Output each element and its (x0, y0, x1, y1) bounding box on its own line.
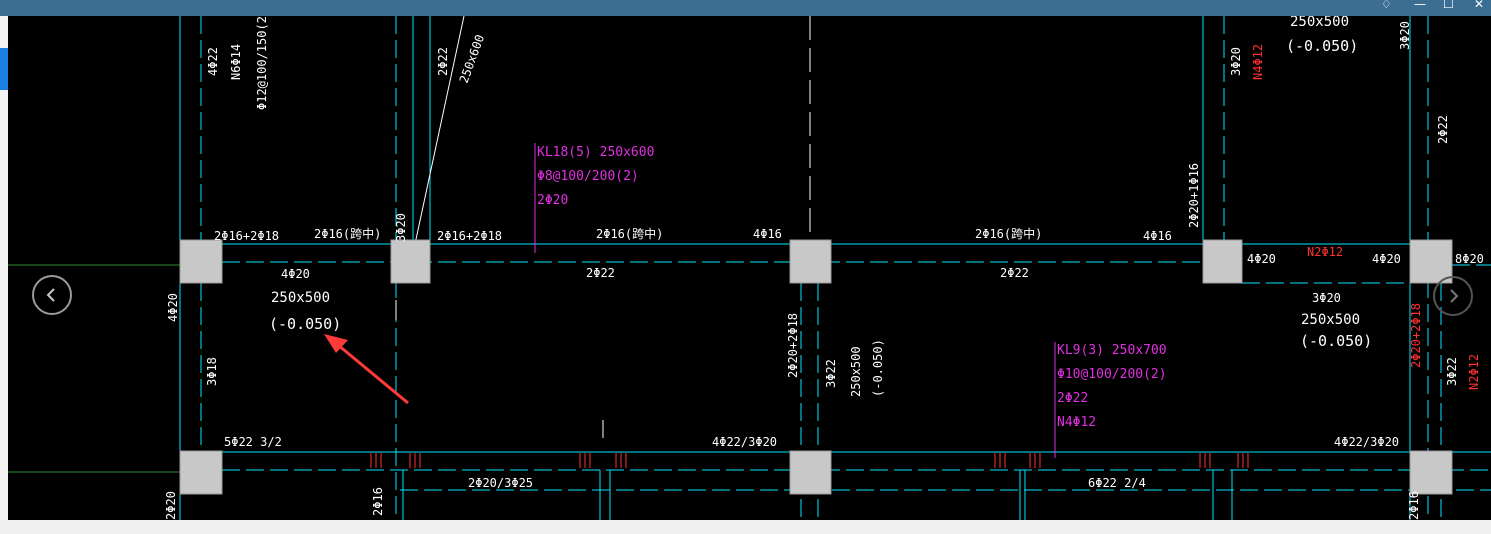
column (1409, 450, 1453, 495)
previous-button[interactable] (32, 275, 72, 315)
left-block-label-3: (-0.050) (269, 315, 341, 333)
title-bar: ♢ — ☐ ✕ (0, 0, 1491, 16)
next-button[interactable] (1433, 276, 1473, 316)
column (789, 450, 832, 495)
right-block-vertical-3: N2Φ12 (1467, 354, 1481, 390)
label-top-col-a-2: N6Φ14 (229, 44, 243, 80)
cad-drawing-canvas[interactable]: 4Φ22 N6Φ14 Φ12@100/150(2) 2Φ22 250x600 2… (8, 16, 1491, 520)
column (179, 239, 223, 284)
right-block-label-1: 3Φ20 (1312, 291, 1341, 305)
lower-beam-vertical-2: 2Φ20 (164, 491, 178, 520)
center-vertical-4: (-0.050) (871, 339, 885, 397)
upper-beam-right-3: 4Φ20 (1372, 252, 1401, 266)
kl18-label-2: Φ8@100/200(2) (537, 169, 639, 184)
upper-beam-bottom-1: 2Φ22 (586, 266, 615, 280)
label-top-right-v3: 3Φ20 (1398, 21, 1412, 50)
center-vertical-1: 2Φ20+2Φ18 (786, 313, 800, 378)
chevron-right-icon (1450, 289, 1459, 303)
label-top-right-v1: 3Φ20 (1229, 47, 1243, 76)
upper-beam-label-5: 2Φ16(跨中) (596, 226, 663, 241)
column (179, 450, 223, 495)
lower-beam-bottom-1: 2Φ20/3Φ25 (468, 476, 533, 490)
stirrup-ticks (370, 453, 1249, 468)
lower-beam-vertical-1: 2Φ16 (371, 487, 385, 516)
label-top-right-2: (-0.050) (1286, 37, 1358, 55)
columns[interactable] (179, 239, 1453, 495)
lower-beam-label-2: 4Φ22/3Φ20 (712, 435, 777, 449)
dropdown-icon[interactable]: ♢ (1381, 0, 1392, 11)
right-block-vertical-1: 2Φ20+2Φ18 (1409, 303, 1423, 368)
arrow-annotation (324, 334, 409, 405)
kl9-label-3: 2Φ22 (1057, 391, 1088, 406)
label-top-col-b-1: 2Φ22 (436, 47, 450, 76)
column (1202, 239, 1243, 284)
label-top-col-b-2: 250x600 (457, 33, 487, 85)
maximize-button[interactable]: ☐ (1443, 0, 1454, 11)
column (789, 239, 832, 284)
kl9-label-4: N4Φ12 (1057, 415, 1096, 430)
left-panel-strip (0, 16, 8, 521)
label-top-col-a-3: Φ12@100/150(2) (255, 16, 269, 110)
kl18-label-1: KL18(5) 250x600 (537, 145, 654, 160)
left-block-vertical-1: 4Φ20 (166, 293, 180, 322)
left-block-label-2: 250x500 (271, 290, 330, 306)
upper-beam-label-8: 4Φ16 (1143, 229, 1172, 243)
kl9-label-2: Φ10@100/200(2) (1057, 367, 1167, 382)
upper-beam-label-3: 3Φ20 (394, 213, 408, 242)
bottom-scrollbar[interactable] (0, 520, 1491, 534)
center-vertical-2: 3Φ22 (824, 359, 838, 388)
upper-beam-label-7: 2Φ16(跨中) (975, 226, 1042, 241)
upper-beam-right-4: 8Φ20 (1455, 252, 1484, 266)
kl9-label-1: KL9(3) 250x700 (1057, 343, 1167, 358)
upper-beam-label-1: 2Φ16+2Φ18 (214, 229, 279, 243)
column (1409, 239, 1453, 284)
lower-beam-bottom-2: 6Φ22 2/4 (1088, 476, 1146, 490)
upper-beam-label-9: 2Φ20+1Φ16 (1187, 163, 1201, 228)
upper-beam-bottom-2: 2Φ22 (1000, 266, 1029, 280)
upper-beam-label-2: 2Φ16(跨中) (314, 226, 381, 241)
chevron-left-icon (46, 288, 55, 302)
left-block-label-1: 4Φ20 (281, 267, 310, 281)
label-top-right-1: 250x500 (1290, 16, 1349, 30)
left-panel-accent[interactable] (0, 48, 8, 90)
center-vertical-3: 250x500 (849, 346, 863, 397)
lower-beam-vertical-3: 2Φ16 (1407, 491, 1421, 520)
label-top-right-v2: N4Φ12 (1251, 44, 1265, 80)
lower-beam-label-1: 5Φ22 3/2 (224, 435, 282, 449)
column (390, 239, 431, 284)
minimize-button[interactable]: — (1414, 0, 1426, 11)
label-top-right-v4: 2Φ22 (1436, 115, 1450, 144)
kl18-label-3: 2Φ20 (537, 193, 568, 208)
upper-beam-label-6: 4Φ16 (753, 227, 782, 241)
lower-beam-label-3: 4Φ22/3Φ20 (1334, 435, 1399, 449)
left-block-vertical-2: 3Φ18 (205, 357, 219, 386)
upper-beam-right-1: 4Φ20 (1247, 252, 1276, 266)
upper-beam-right-2: N2Φ12 (1307, 245, 1343, 259)
close-button[interactable]: ✕ (1474, 0, 1485, 11)
right-block-label-2: 250x500 (1301, 312, 1360, 328)
right-block-vertical-2: 3Φ22 (1445, 357, 1459, 386)
label-top-col-a-1: 4Φ22 (206, 47, 220, 76)
right-block-label-3: (-0.050) (1300, 332, 1372, 350)
upper-beam-label-4: 2Φ16+2Φ18 (437, 229, 502, 243)
